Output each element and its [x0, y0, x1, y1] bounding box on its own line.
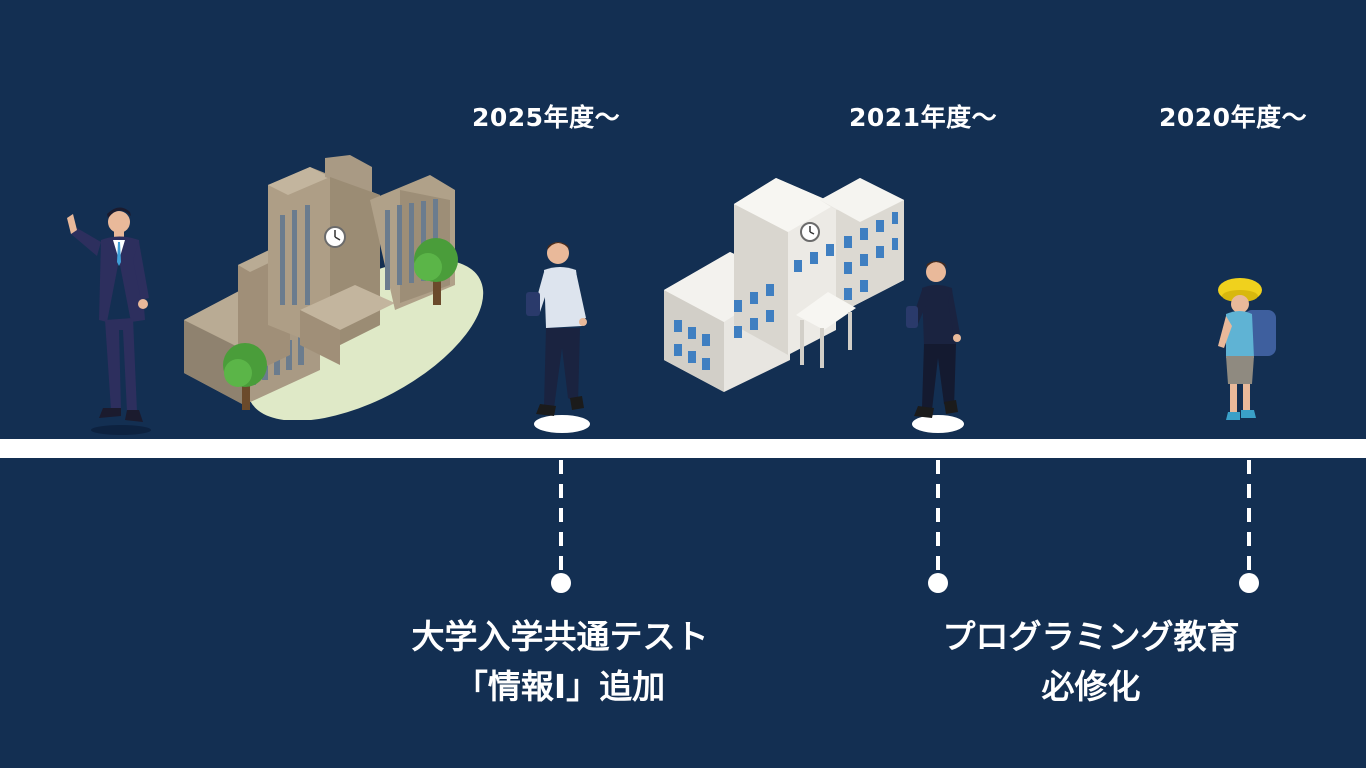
caption-programming-education: プログラミング教育 必修化: [905, 612, 1277, 712]
year-label-2021: 2021年度〜: [849, 103, 998, 132]
university-student-figure: [526, 242, 590, 433]
caption-programming-line-2: 必修化: [1041, 667, 1141, 706]
marker-dot-2021: [928, 573, 948, 593]
caption-programming-line-1: プログラミング教育: [942, 617, 1240, 656]
caption-2025: 大学入学共通テスト 「情報Ⅰ」追加: [380, 612, 740, 712]
businessman-figure: [67, 207, 151, 435]
year-label-2025: 2025年度〜: [472, 103, 621, 132]
school-building: [664, 178, 904, 392]
connector-2021: [936, 460, 940, 572]
marker-dot-2020: [1239, 573, 1259, 593]
connector-2025: [559, 460, 563, 572]
timeline-axis: [0, 439, 1366, 458]
year-label-2020: 2020年度〜: [1159, 103, 1308, 132]
marker-dot-2025: [551, 573, 571, 593]
connector-2020: [1247, 460, 1251, 572]
university-building: [184, 155, 484, 420]
high-school-student-figure: [906, 261, 964, 433]
caption-2025-line-2: 「情報Ⅰ」追加: [454, 667, 666, 706]
caption-2025-line-1: 大学入学共通テスト: [411, 617, 709, 656]
elementary-student-figure: [1218, 278, 1276, 420]
